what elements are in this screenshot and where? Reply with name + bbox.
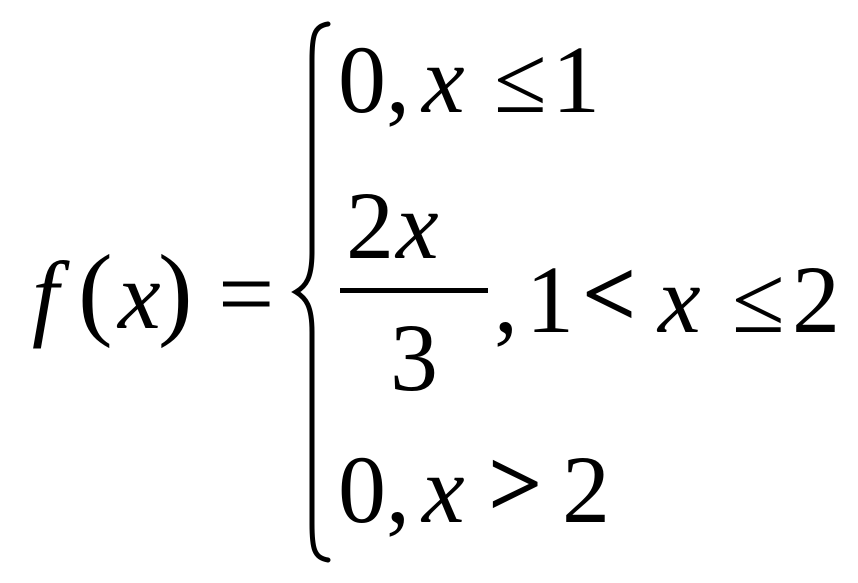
case1-operator: ≤: [494, 26, 547, 133]
case3-value: 0,: [338, 436, 410, 543]
case3-bound: 2: [562, 436, 610, 543]
case2-denominator: 3: [390, 304, 438, 411]
case2-operator-1: <: [582, 240, 637, 347]
case2-comma: ,: [494, 246, 518, 353]
case2-variable: x: [658, 246, 701, 353]
fraction-bar: [340, 288, 488, 293]
case1-variable: x: [422, 26, 465, 133]
case1-bound: 1: [552, 26, 600, 133]
case2-operator-2: ≤: [732, 246, 785, 353]
case2-numerator-variable: x: [396, 172, 439, 279]
case2-upper: 2: [792, 246, 840, 353]
close-paren: ): [158, 234, 193, 349]
case1-value: 0,: [338, 26, 410, 133]
case3-variable: x: [422, 436, 465, 543]
left-brace-icon: [291, 21, 331, 563]
equals-sign: =: [218, 238, 275, 349]
function-variable: x: [118, 242, 161, 349]
case2-numerator: 2: [346, 172, 394, 279]
open-paren: (: [78, 234, 113, 349]
case3-operator: >: [488, 430, 543, 537]
case2-lower: 1: [526, 246, 574, 353]
function-name: f: [32, 242, 59, 349]
